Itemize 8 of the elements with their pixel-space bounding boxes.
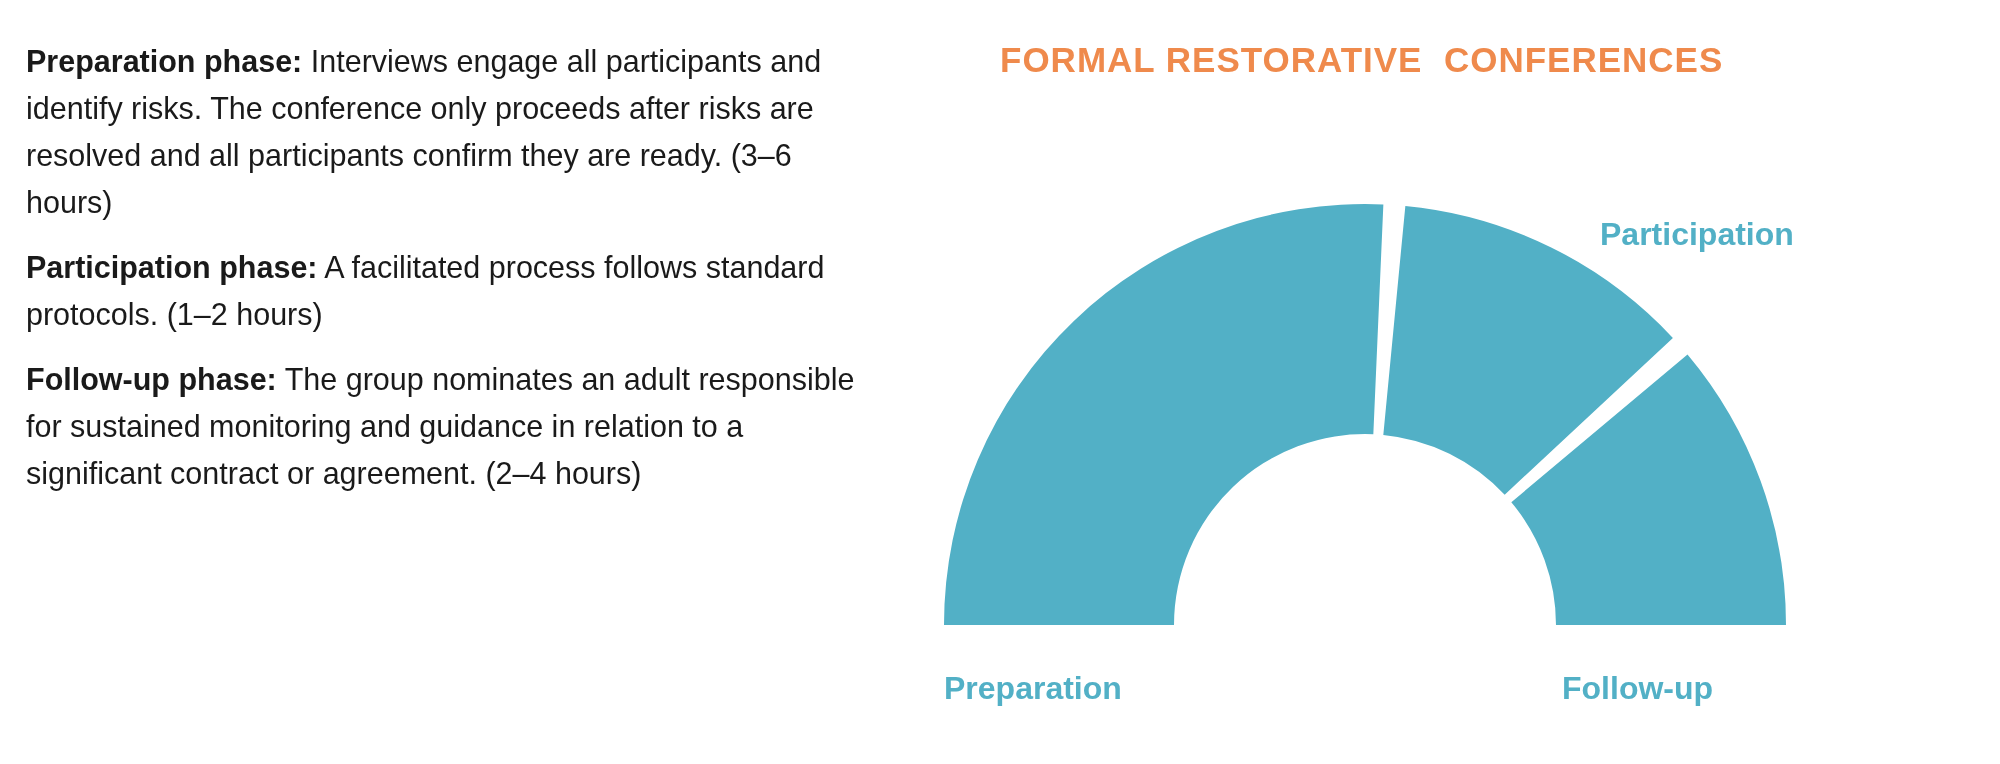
segment-label: Preparation <box>944 670 1122 707</box>
segment-label: Follow-up <box>1562 670 1714 707</box>
chart-title: FORMAL RESTORATIVE CONFERENCES <box>1000 40 1720 80</box>
phase-description: Participation phase: A facilitated process follows standard protocols. (1–2 hours) <box>26 249 826 334</box>
phase-description: Follow-up phase: The group nominates an adult responsible for sustained monitoring and guidance in relation to a significant contract or agreement. (2–4 hours) <box>26 361 856 493</box>
gauge-segment <box>1511 354 1786 625</box>
phase-description: Preparation phase: Interviews engage all participants and identify risks. The conference only proceeds after risks are resolved and all participants confirm they are ready. (3–6 hours) <box>26 43 823 222</box>
segment-label: Participation <box>1600 216 1794 253</box>
